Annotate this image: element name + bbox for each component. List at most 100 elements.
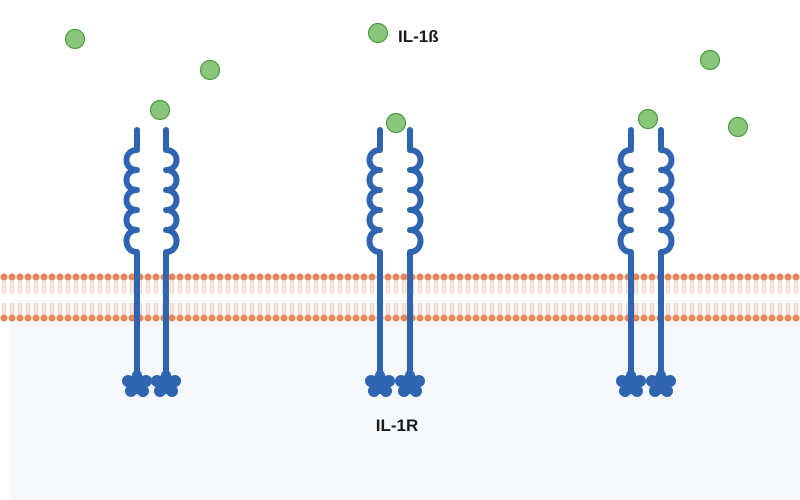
lipid-head: [464, 273, 472, 281]
lipid-head: [104, 314, 112, 322]
lipid-head: [72, 314, 80, 322]
lipid-head: [152, 273, 160, 281]
lipid-head: [344, 273, 352, 281]
lipid-tail: [50, 281, 54, 314]
lipid-head: [288, 273, 296, 281]
lipid-head: [384, 273, 392, 281]
lipid-head: [32, 273, 40, 281]
lipid-head: [416, 314, 424, 322]
lipid-head: [8, 273, 16, 281]
lipid-tail: [170, 281, 174, 314]
lipid-head: [152, 314, 160, 322]
lipid-head: [488, 314, 496, 322]
lipid-head: [776, 273, 784, 281]
lipid-head: [464, 314, 472, 322]
lipid-tail: [322, 281, 326, 314]
lipid-tail: [10, 281, 14, 314]
lipid-tail: [426, 281, 430, 314]
lipid-head: [32, 314, 40, 322]
lipid-tail: [466, 281, 470, 314]
lipid-tail: [2, 281, 6, 314]
lipid-tail: [538, 281, 542, 314]
lipid-head: [536, 273, 544, 281]
lipid-tail: [122, 281, 126, 314]
lipid-head: [64, 273, 72, 281]
lipid-head: [560, 273, 568, 281]
lipid-head: [400, 273, 408, 281]
lipid-head: [128, 273, 136, 281]
lipid-head: [352, 314, 360, 322]
lipid-tail: [490, 281, 494, 314]
lipid-head: [664, 273, 672, 281]
lipid-head: [736, 314, 744, 322]
tir-domain: [151, 370, 181, 397]
tir-domain: [616, 370, 646, 397]
lipid-head: [240, 273, 248, 281]
lipid-head: [320, 314, 328, 322]
lipid-tail: [418, 281, 422, 314]
lipid-head: [96, 314, 104, 322]
lipid-head: [56, 314, 64, 322]
lipid-head: [224, 273, 232, 281]
lipid-head: [80, 314, 88, 322]
lipid-tail: [146, 281, 150, 314]
lipid-head: [384, 314, 392, 322]
lipid-head: [80, 273, 88, 281]
lipid-head: [752, 273, 760, 281]
lipid-head: [312, 273, 320, 281]
lipid-head: [712, 314, 720, 322]
lipid-tail: [690, 281, 694, 314]
lipid-head: [24, 273, 32, 281]
lipid-tail: [722, 281, 726, 314]
lipid-tail: [578, 281, 582, 314]
lipid-head: [696, 314, 704, 322]
lipid-tail: [114, 281, 118, 314]
lipid-head: [608, 314, 616, 322]
lipid-tail: [274, 281, 278, 314]
lipid-head: [576, 273, 584, 281]
lipid-tail: [186, 281, 190, 314]
lipid-head: [440, 273, 448, 281]
lipid-head: [600, 314, 608, 322]
lipid-head: [496, 314, 504, 322]
lipid-head: [568, 273, 576, 281]
lipid-tail: [586, 281, 590, 314]
lipid-head: [640, 314, 648, 322]
lipid-tail: [58, 281, 62, 314]
lipid-head: [432, 273, 440, 281]
lipid-tail: [458, 281, 462, 314]
lipid-head: [696, 273, 704, 281]
ligand-circle-icon: [199, 59, 221, 81]
lipid-head: [752, 314, 760, 322]
lipid-head: [616, 273, 624, 281]
lipid-tail: [770, 281, 774, 314]
lipid-tail: [634, 281, 638, 314]
lipid-head: [176, 314, 184, 322]
lipid-head: [264, 314, 272, 322]
lipid-head: [744, 314, 752, 322]
lipid-head: [264, 273, 272, 281]
lipid-tails: [2, 281, 798, 314]
lipid-head: [784, 273, 792, 281]
lipid-head: [40, 273, 48, 281]
lipid-head: [720, 314, 728, 322]
lipid-head: [96, 273, 104, 281]
lipid-head: [672, 314, 680, 322]
lipid-tail: [674, 281, 678, 314]
lipid-tail: [602, 281, 606, 314]
lipid-head: [568, 314, 576, 322]
lipid-head: [744, 273, 752, 281]
lipid-head: [88, 273, 96, 281]
ligands: [64, 22, 749, 138]
receptors: [122, 127, 676, 397]
lipid-tail: [346, 281, 350, 314]
lipid-head: [192, 273, 200, 281]
lipid-tail: [330, 281, 334, 314]
lipid-tail: [178, 281, 182, 314]
lipid-tail: [98, 281, 102, 314]
lipid-head: [480, 273, 488, 281]
lipid-head: [704, 314, 712, 322]
lipid-head: [336, 273, 344, 281]
lipid-tail: [650, 281, 654, 314]
lipid-head: [664, 314, 672, 322]
